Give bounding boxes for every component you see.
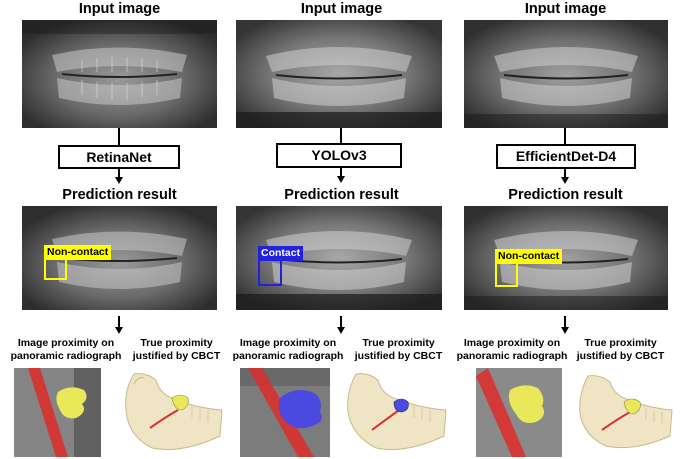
arrow-down-icon [115, 177, 123, 184]
radiograph-crop [14, 368, 101, 457]
caption-image-proximity: Image proximity on panoramic radiograph [10, 337, 122, 362]
column-retinanet: Input image RetinaNet Prediction result [11, 0, 227, 459]
radiograph-crop [240, 368, 330, 457]
flow-line [118, 128, 120, 146]
column-yolov3: Input image YOLOv3 Prediction result [233, 0, 449, 459]
prediction-label: Non-contact [495, 249, 563, 264]
caption-image-proximity: Image proximity on panoramic radiograph [232, 337, 344, 362]
caption-true-proximity: True proximity justified by CBCT [354, 337, 443, 362]
input-image-title: Input image [78, 1, 161, 17]
arrow-down-icon [337, 176, 345, 183]
prediction-label: Contact [258, 246, 304, 261]
flow-line [118, 169, 120, 179]
prediction-result-title: Prediction result [62, 187, 177, 203]
arrow-down-icon [337, 327, 345, 334]
cbct-model [340, 370, 448, 457]
flow-line [340, 128, 342, 144]
cbct-model [116, 370, 226, 457]
radiograph-crop [476, 368, 562, 457]
input-radiograph [464, 20, 668, 128]
column-efficientdet: Input image EfficientDet-D4 Prediction r… [457, 0, 674, 459]
input-image-title: Input image [524, 1, 607, 17]
flow-line [118, 316, 120, 328]
flow-line [340, 316, 342, 328]
arrow-down-icon [561, 177, 569, 184]
flow-line [564, 169, 566, 179]
prediction-result-title: Prediction result [508, 187, 623, 203]
caption-true-proximity: True proximity justified by CBCT [576, 337, 665, 362]
flow-line [564, 128, 566, 145]
caption-true-proximity: True proximity justified by CBCT [132, 337, 221, 362]
prediction-radiograph [236, 206, 442, 310]
input-radiograph [236, 20, 442, 128]
prediction-label: Non-contact [44, 245, 112, 260]
cbct-model [574, 370, 674, 457]
model-box-efficientdet: EfficientDet-D4 [496, 144, 636, 169]
caption-image-proximity: Image proximity on panoramic radiograph [456, 337, 568, 362]
input-radiograph [22, 20, 217, 128]
arrow-down-icon [561, 327, 569, 334]
input-image-title: Input image [300, 1, 383, 17]
flow-line [564, 316, 566, 328]
flow-line [340, 168, 342, 178]
arrow-down-icon [115, 327, 123, 334]
prediction-bounding-box [258, 257, 282, 286]
prediction-bounding-box [495, 261, 518, 287]
model-box-retinanet: RetinaNet [58, 145, 180, 169]
prediction-bounding-box [44, 257, 67, 280]
prediction-result-title: Prediction result [284, 187, 399, 203]
model-box-yolov3: YOLOv3 [276, 143, 402, 168]
